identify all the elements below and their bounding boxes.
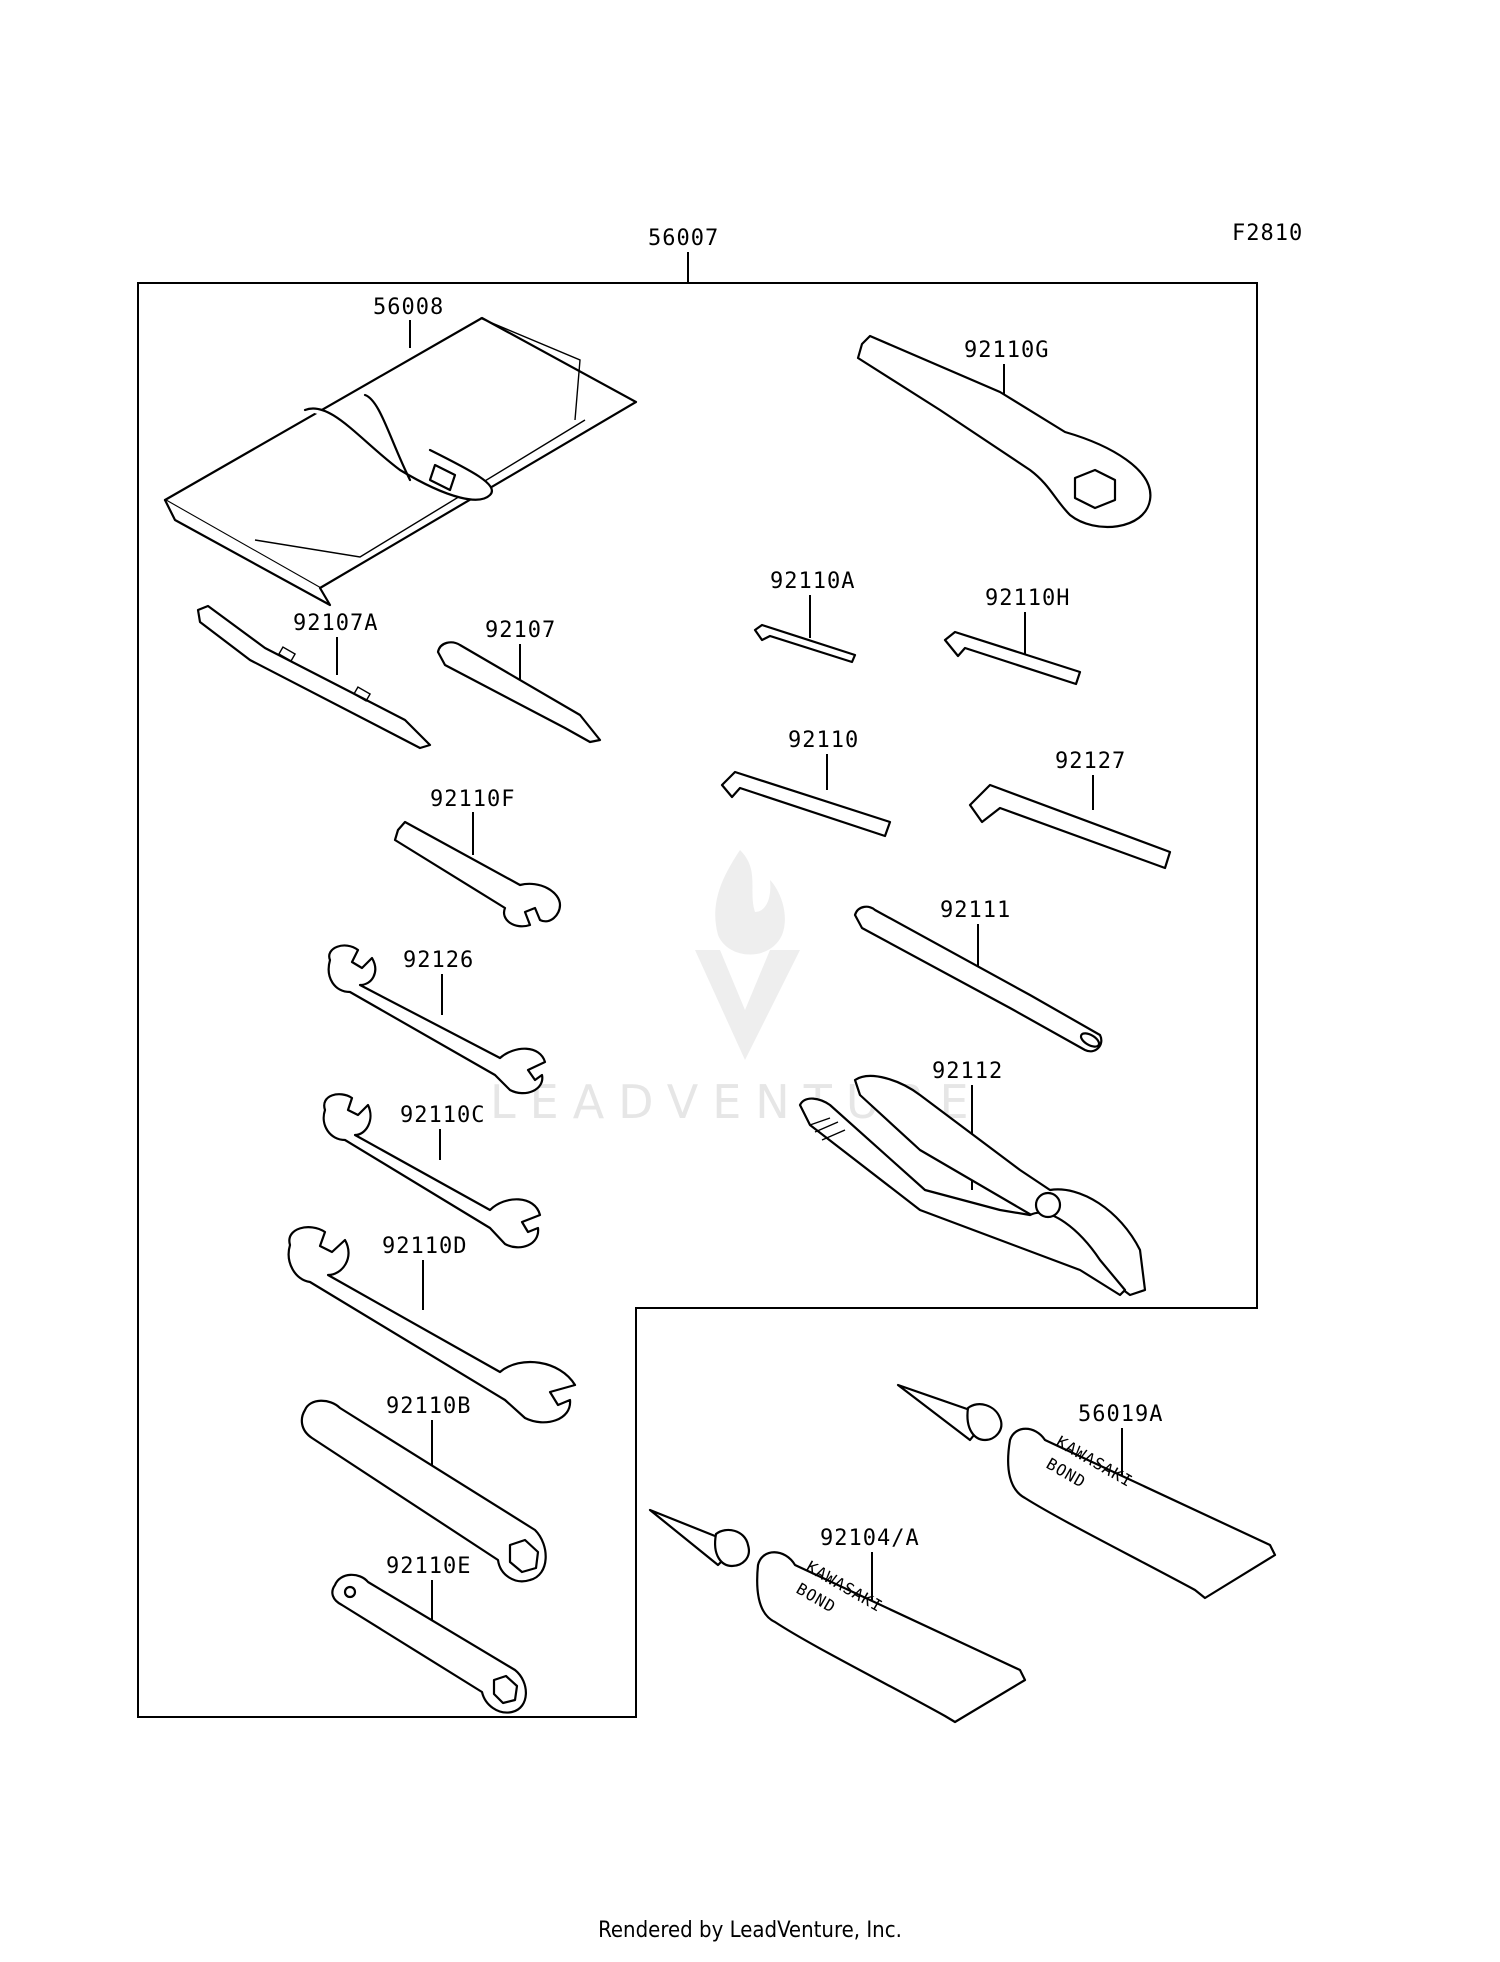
bond-tube-56019A: KAWASAKI BOND (896, 1383, 1277, 1600)
label-56019A: 56019A (1078, 1402, 1163, 1427)
label-92110F: 92110F (430, 787, 515, 812)
label-92110G: 92110G (964, 338, 1049, 363)
box-wrench-92110E (331, 1573, 527, 1714)
label-92110H: 92110H (985, 586, 1070, 611)
double-spanner-92110D (287, 1226, 577, 1424)
hex-key-92110H (943, 630, 1082, 686)
hex-key-92127 (968, 783, 1172, 870)
footer-credit: Rendered by LeadVenture, Inc. (598, 1918, 902, 1943)
label-92104A: 92104/A (820, 1526, 920, 1551)
label-92110B: 92110B (386, 1394, 471, 1419)
box-wrench-92110B (300, 1399, 547, 1583)
kit-outline (137, 282, 1258, 1718)
label-92110A: 92110A (770, 569, 855, 594)
figure-code: F2810 (1232, 221, 1303, 246)
double-spanner-92110C (322, 1093, 542, 1249)
ring-spanner (856, 334, 1152, 529)
label-92107A: 92107A (293, 611, 378, 636)
label-92110D: 92110D (382, 1234, 467, 1259)
label-56008: 56008 (373, 295, 444, 320)
label-92110E: 92110E (386, 1554, 471, 1579)
label-92110C: 92110C (400, 1103, 485, 1128)
label-92111: 92111 (940, 898, 1011, 923)
double-spanner-92126 (327, 944, 547, 1095)
extension-bar (853, 905, 1103, 1053)
screwdriver-bit (436, 641, 602, 744)
pliers (798, 1075, 1147, 1297)
screwdriver-bit-double (196, 604, 432, 750)
small-spanner (393, 820, 562, 928)
hex-key-92110A (753, 623, 857, 664)
label-92112: 92112 (932, 1059, 1003, 1084)
label-92127: 92127 (1055, 749, 1126, 774)
label-92110: 92110 (788, 728, 859, 753)
label-92107: 92107 (485, 618, 556, 643)
tool-bag (163, 316, 638, 607)
label-92126: 92126 (403, 948, 474, 973)
hex-key-92110 (720, 770, 892, 838)
label-56007: 56007 (648, 226, 719, 251)
